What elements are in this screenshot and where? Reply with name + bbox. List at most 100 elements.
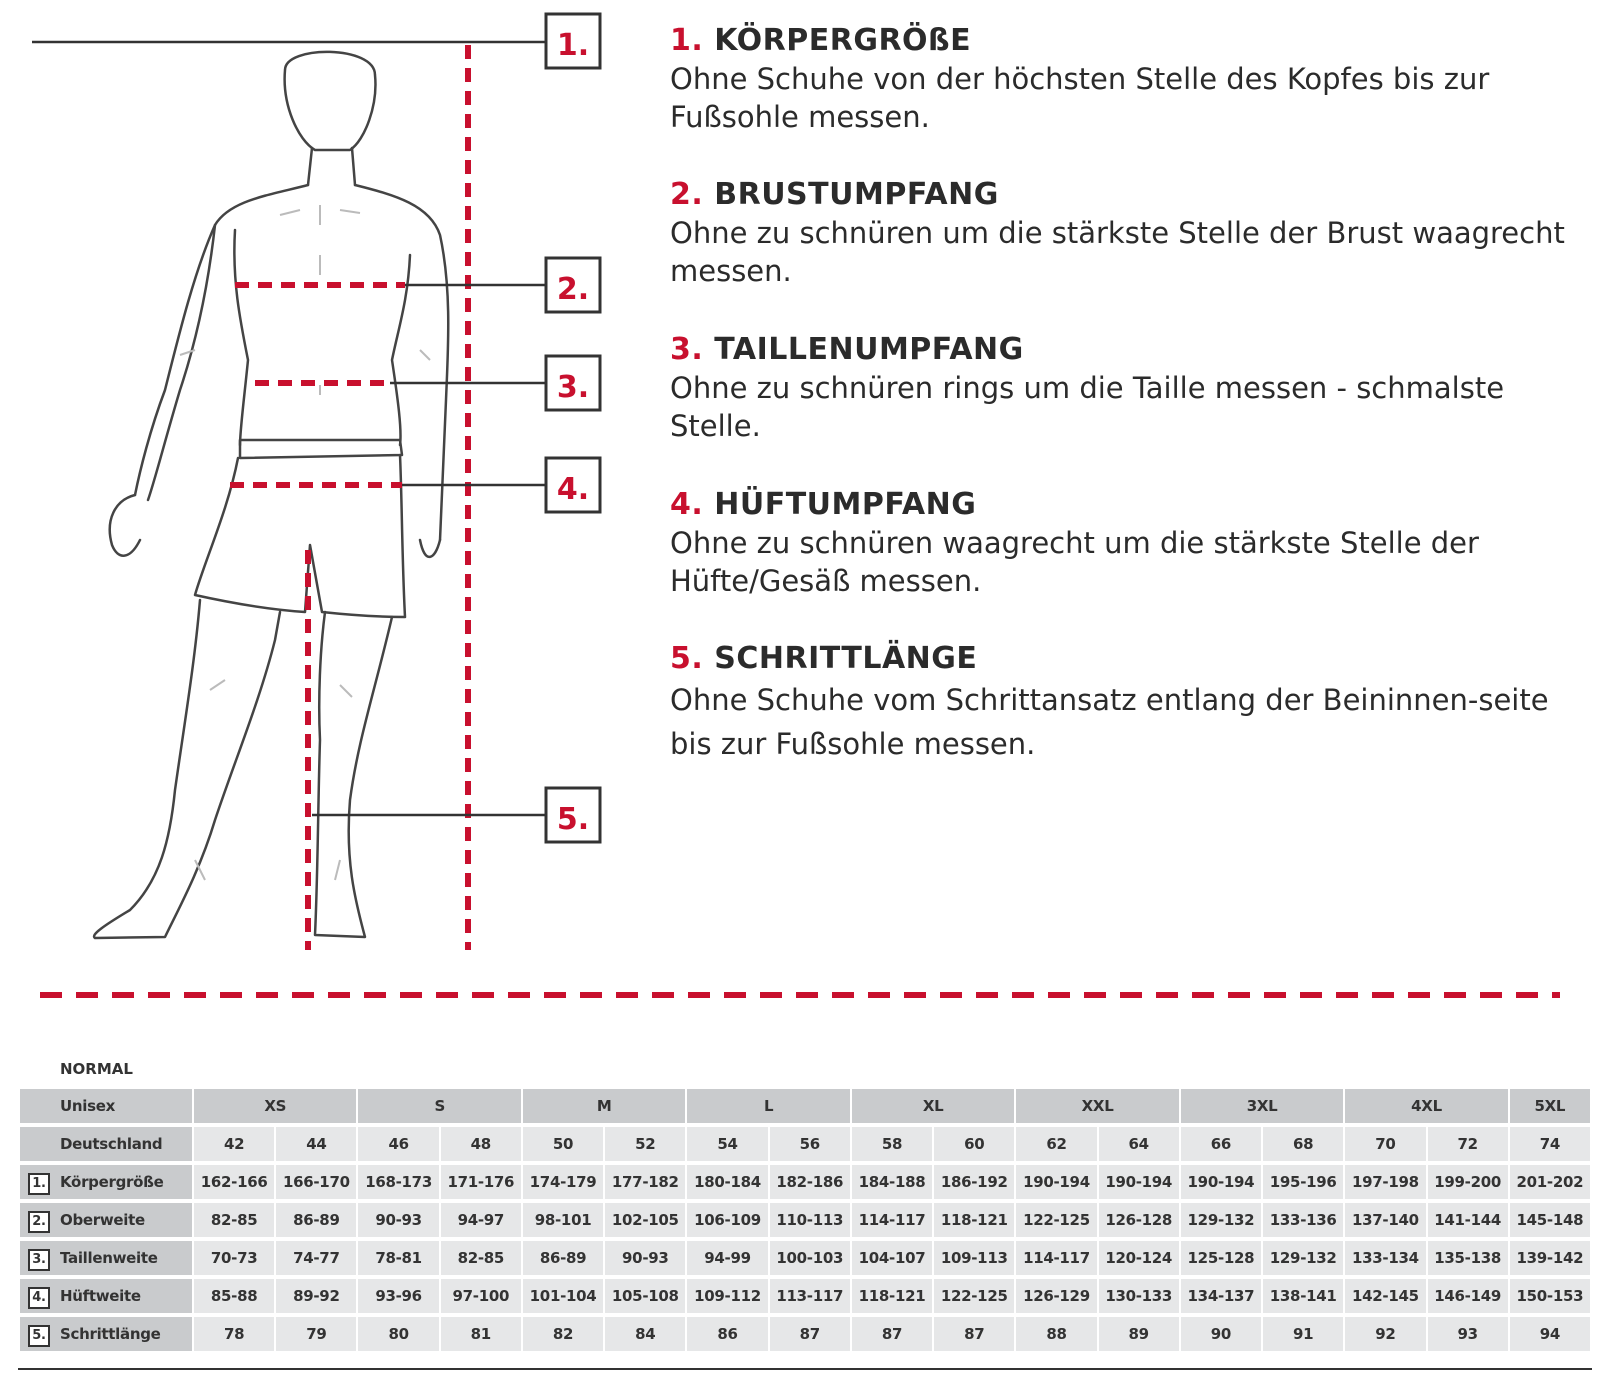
measure-cell: 74-77	[276, 1241, 357, 1275]
row-number-box: 2.	[28, 1211, 50, 1233]
measure-cell: 86	[687, 1317, 768, 1351]
measure-cell: 177-182	[605, 1165, 686, 1199]
measure-cell: 104-107	[851, 1241, 933, 1275]
instruction-3-text: Ohne zu schnüren rings um die Taille mes…	[670, 371, 1505, 443]
measure-cell: 81	[440, 1317, 521, 1351]
row-label-text: Körpergröße	[60, 1173, 164, 1191]
measure-cell: 145-148	[1509, 1203, 1590, 1237]
size-table: Unisex XS S M L XL XXL 3XL 4XL 5XL Deuts…	[18, 1085, 1592, 1355]
instruction-4-heading: 4. HÜFTUMPFANG	[670, 486, 1570, 524]
instruction-4-text: Ohne zu schnüren waagrecht um die stärks…	[670, 526, 1479, 598]
instruction-3-number: 3.	[670, 332, 704, 367]
measure-cell: 122-125	[934, 1279, 1015, 1313]
body-outline	[92, 50, 450, 940]
measure-cell: 89	[1098, 1317, 1179, 1351]
measure-cell: 87	[851, 1317, 933, 1351]
de-size-cell: 42	[194, 1127, 275, 1161]
measure-cell: 79	[276, 1317, 357, 1351]
muscle-lines	[179, 205, 431, 881]
callout-1-label: 1.	[557, 28, 589, 63]
callout-5: 5.	[544, 786, 602, 844]
size-header-cell: XS	[194, 1089, 357, 1123]
instruction-1-heading: 1. KÖRPERGRÖßE	[670, 22, 1570, 60]
measure-cell: 90	[1180, 1317, 1262, 1351]
de-size-cell: 62	[1016, 1127, 1097, 1161]
measure-cell: 195-196	[1263, 1165, 1344, 1199]
de-size-cell: 44	[276, 1127, 357, 1161]
row-label: 5.Schrittlänge	[20, 1317, 192, 1351]
section-divider	[40, 992, 1560, 998]
measure-cell: 138-141	[1263, 1279, 1344, 1313]
size-header-cell: M	[522, 1089, 686, 1123]
size-header-cell: L	[687, 1089, 850, 1123]
measure-cell: 190-194	[1180, 1165, 1262, 1199]
measure-cell: 118-121	[851, 1279, 933, 1313]
measure-cell: 114-117	[851, 1203, 933, 1237]
callout-3-label: 3.	[557, 370, 589, 405]
row-label: 4.Hüftweite	[20, 1279, 192, 1313]
instruction-3-heading: 3. TAILLENUMPFANG	[670, 331, 1570, 369]
measurement-dashes	[230, 45, 471, 950]
measure-cell: 90-93	[605, 1241, 686, 1275]
measure-cell: 97-100	[440, 1279, 521, 1313]
instruction-2-heading: 2. BRUSTUMPFANG	[670, 176, 1570, 214]
de-size-cell: 66	[1180, 1127, 1262, 1161]
measure-cell: 190-194	[1098, 1165, 1179, 1199]
measure-cell: 190-194	[1016, 1165, 1097, 1199]
measure-cell: 180-184	[687, 1165, 768, 1199]
measure-cell: 87	[934, 1317, 1015, 1351]
measure-cell: 105-108	[605, 1279, 686, 1313]
measure-cell: 139-142	[1509, 1241, 1590, 1275]
measure-cell: 92	[1345, 1317, 1426, 1351]
instruction-1-number: 1.	[670, 23, 704, 58]
size-header-cell: 5XL	[1509, 1089, 1590, 1123]
measure-cell: 88	[1016, 1317, 1097, 1351]
measure-cell: 184-188	[851, 1165, 933, 1199]
row-number-box: 3.	[28, 1249, 50, 1271]
de-size-cell: 52	[605, 1127, 686, 1161]
measure-cell: 114-117	[1016, 1241, 1097, 1275]
measure-cell: 90-93	[358, 1203, 439, 1237]
deutschland-label: Deutschland	[20, 1127, 192, 1161]
de-size-cell: 64	[1098, 1127, 1179, 1161]
measure-cell: 84	[605, 1317, 686, 1351]
measure-cell: 93	[1427, 1317, 1508, 1351]
measure-cell: 126-128	[1098, 1203, 1179, 1237]
measure-cell: 113-117	[769, 1279, 850, 1313]
instruction-4: 4. HÜFTUMPFANG Ohne zu schnüren waagrech…	[670, 486, 1570, 600]
de-size-cell: 60	[934, 1127, 1015, 1161]
measure-cell: 94-99	[687, 1241, 768, 1275]
measure-cell: 142-145	[1345, 1279, 1426, 1313]
instruction-4-number: 4.	[670, 487, 704, 522]
row-label: 3.Taillenweite	[20, 1241, 192, 1275]
measure-cell: 182-186	[769, 1165, 850, 1199]
instruction-5: 5. SCHRITTLÄNGE Ohne Schuhe vom Schritta…	[670, 640, 1570, 766]
size-header-cell: 3XL	[1180, 1089, 1344, 1123]
measure-cell: 109-112	[687, 1279, 768, 1313]
measure-cell: 141-144	[1427, 1203, 1508, 1237]
row-label-text: Schrittlänge	[60, 1325, 161, 1343]
de-size-cell: 74	[1509, 1127, 1590, 1161]
instruction-5-text: Ohne Schuhe vom Schrittansatz entlang de…	[670, 683, 1549, 761]
measure-cell: 130-133	[1098, 1279, 1179, 1313]
table-fit-label: NORMAL	[60, 1060, 133, 1078]
measure-cell: 87	[769, 1317, 850, 1351]
measure-cell: 82-85	[440, 1241, 521, 1275]
row-number-box: 4.	[28, 1287, 50, 1309]
measure-cell: 166-170	[276, 1165, 357, 1199]
measure-cell: 78-81	[358, 1241, 439, 1275]
row-label: 2. Oberweite	[20, 1203, 192, 1237]
measure-cell: 129-132	[1180, 1203, 1262, 1237]
measure-cell: 171-176	[440, 1165, 521, 1199]
measure-cell: 102-105	[605, 1203, 686, 1237]
measure-cell: 122-125	[1016, 1203, 1097, 1237]
measure-cell: 89-92	[276, 1279, 357, 1313]
de-size-cell: 48	[440, 1127, 521, 1161]
row-label-text: Oberweite	[60, 1211, 145, 1229]
measure-cell: 137-140	[1345, 1203, 1426, 1237]
measure-cell: 91	[1263, 1317, 1344, 1351]
de-size-cell: 54	[687, 1127, 768, 1161]
instruction-1: 1. KÖRPERGRÖßE Ohne Schuhe von der höchs…	[670, 22, 1570, 136]
